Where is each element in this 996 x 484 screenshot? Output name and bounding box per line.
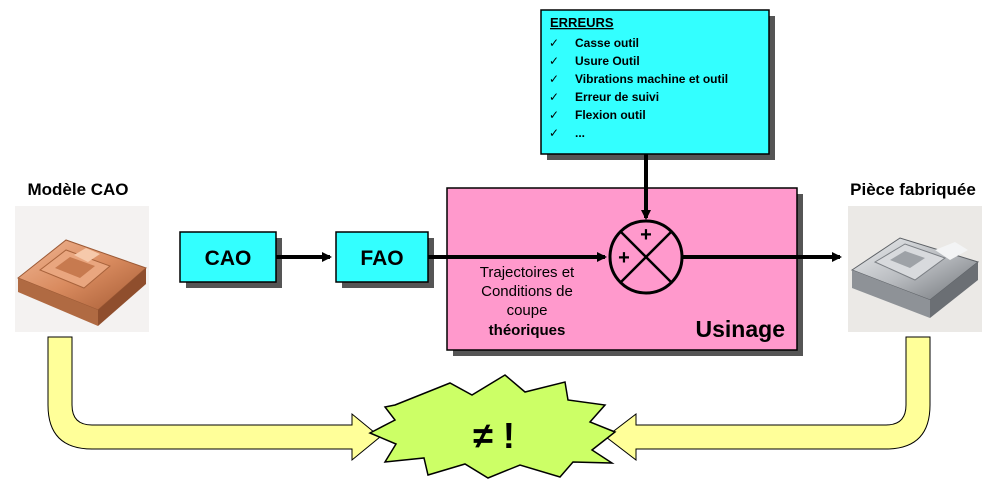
summing-junction: + +	[608, 219, 684, 295]
modele-cao-label: Modèle CAO	[27, 180, 128, 199]
difference-symbol: ≠ !	[473, 415, 515, 456]
erreur-item: Usure Outil	[575, 54, 640, 68]
trajectoires-line-3: coupe	[507, 302, 548, 319]
trajectoires-line-1: Trajectoires et	[480, 264, 575, 281]
plus-top-icon: +	[640, 224, 652, 246]
piece-fabriquee-label: Pièce fabriquée	[850, 180, 976, 199]
erreur-item: Flexion outil	[575, 108, 646, 122]
erreur-item: Casse outil	[575, 36, 639, 50]
cao-box: CAO	[179, 231, 282, 288]
erreur-item: ...	[575, 126, 585, 140]
trajectoires-line-4: théoriques	[489, 322, 566, 339]
erreur-item: Vibrations machine et outil	[575, 72, 728, 86]
left-curved-arrow	[47, 336, 381, 462]
erreurs-list: ✓ Casse outil ✓ Usure Outil ✓ Vibrations…	[549, 36, 728, 140]
difference-burst: ≠ !	[368, 374, 617, 479]
fao-box: FAO	[335, 231, 434, 288]
check-icon: ✓	[549, 90, 559, 104]
fao-box-label: FAO	[360, 247, 403, 270]
check-icon: ✓	[549, 72, 559, 86]
erreurs-title: ERREURS	[550, 15, 614, 30]
trajectoires-text: Trajectoires et Conditions de coupe théo…	[480, 264, 575, 339]
check-icon: ✓	[549, 36, 559, 50]
cad-model-image	[15, 206, 149, 332]
cao-box-label: CAO	[205, 247, 252, 270]
erreur-item: Erreur de suivi	[575, 90, 659, 104]
check-icon: ✓	[549, 126, 559, 140]
check-icon: ✓	[549, 108, 559, 122]
machined-part-image	[848, 206, 982, 332]
trajectoires-line-2: Conditions de	[481, 283, 573, 300]
erreurs-box: ERREURS ✓ Casse outil ✓ Usure Outil ✓ Vi…	[540, 9, 775, 160]
plus-left-icon: +	[618, 247, 630, 269]
check-icon: ✓	[549, 54, 559, 68]
usinage-label: Usinage	[696, 316, 785, 342]
